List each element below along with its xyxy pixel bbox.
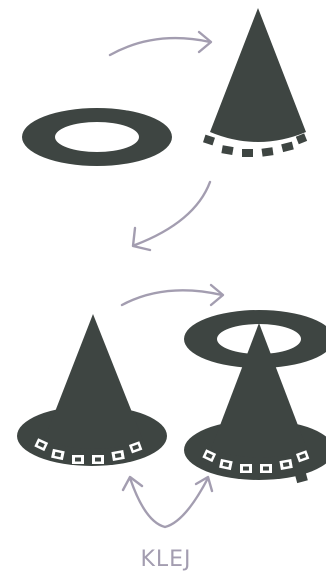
glue-arrows [123,477,212,527]
arrow-right-bottom [122,285,223,305]
brim-ring-icon [22,108,172,166]
arrow-down-left [133,182,210,250]
arrow-right-top [110,32,211,55]
assembly-illustration-icon [184,310,326,483]
assembled-hat-icon [17,314,167,466]
cone-with-tabs-icon [203,8,307,157]
glue-label: KLEJ [140,547,191,572]
